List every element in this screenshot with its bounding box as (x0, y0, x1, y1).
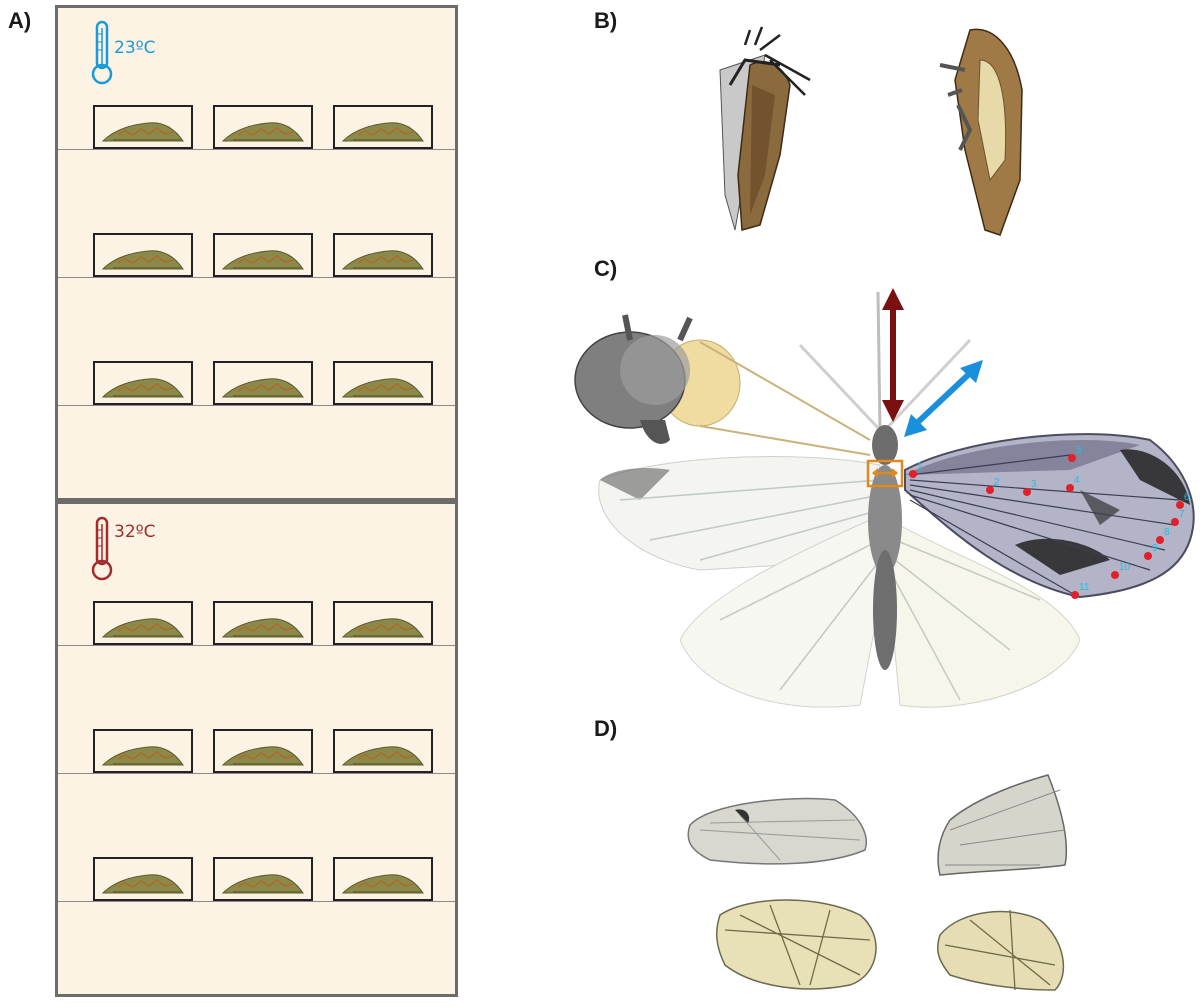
pupa-box (213, 857, 313, 901)
thermometer-icon (91, 516, 113, 581)
landmark-dot (1144, 552, 1152, 560)
pupa-box (333, 105, 433, 149)
pupa-box (213, 729, 313, 773)
landmark-dot (1171, 518, 1179, 526)
wing-pair-lower-right (937, 909, 1065, 991)
landmark-label: 3 (1031, 479, 1037, 490)
landmark-dot (1176, 501, 1184, 509)
landmark-dot (1156, 536, 1164, 544)
shelf-line (58, 901, 455, 902)
landmark-label: 11 (1079, 582, 1090, 593)
landmark-label: 1 (917, 461, 923, 472)
pupa-case-left (719, 26, 811, 231)
wing-pair-upper-right (937, 774, 1068, 876)
temperature-label-32: 32ºC (114, 522, 156, 542)
climate-chamber-23: 23ºC (55, 5, 458, 501)
pupa-box (333, 729, 433, 773)
landmark-label: 10 (1119, 562, 1131, 573)
landmark-label: 6 (1184, 492, 1190, 503)
left-wings (598, 456, 881, 708)
panel-label-a: A) (8, 8, 32, 33)
panel-label-d: D) (594, 716, 618, 741)
shelf-line (58, 277, 455, 278)
landmark-dot (1071, 591, 1079, 599)
landmark-dot (986, 486, 994, 494)
pupa-box (213, 105, 313, 149)
pupa-box (213, 361, 313, 405)
landmark-label: 2 (994, 477, 1000, 488)
wing-length-arrow (904, 360, 983, 437)
landmark-dot (1066, 484, 1074, 492)
temperature-label-23: 23ºC (114, 38, 156, 58)
right-forewing (904, 433, 1195, 599)
shelf-line (58, 773, 455, 774)
panel-label-c: C) (594, 256, 618, 281)
pupa-box (93, 601, 193, 645)
thermometer-icon (91, 20, 113, 85)
head-eye-detail (574, 314, 871, 456)
landmark-dot (1111, 571, 1119, 579)
landmark-label: 9 (1152, 543, 1158, 554)
thorax-width-marker (866, 459, 904, 488)
pupa-box (93, 857, 193, 901)
landmark-label: 5 (1076, 445, 1082, 456)
shelf-line (58, 645, 455, 646)
pupa-box (333, 233, 433, 277)
wing-landmarks: 1 2 3 4 5 6 789 10 11 (909, 445, 1190, 599)
wing-pair-upper-left (687, 797, 867, 865)
pupa-box (93, 361, 193, 405)
pupa-box (93, 729, 193, 773)
shelf-line (58, 405, 455, 406)
landmark-label: 7 (1179, 509, 1185, 520)
wing-pair-lower-left (715, 899, 877, 990)
pupa-box (93, 233, 193, 277)
landmark-label: 4 (1074, 475, 1080, 486)
pupa-box (213, 601, 313, 645)
landmark-dot (1023, 488, 1031, 496)
shelf-line (58, 149, 455, 150)
pupa-box (333, 361, 433, 405)
pupa-case-right (939, 28, 1023, 236)
pupa-box (333, 601, 433, 645)
climate-chamber-32: 32ºC (55, 501, 458, 997)
body-length-arrow (882, 288, 904, 422)
pupa-box (213, 233, 313, 277)
landmark-dot (909, 470, 917, 478)
landmark-dot (1068, 454, 1076, 462)
pupa-box (333, 857, 433, 901)
landmark-label: 8 (1164, 527, 1170, 538)
pupa-box (93, 105, 193, 149)
panel-label-b: B) (594, 8, 618, 33)
